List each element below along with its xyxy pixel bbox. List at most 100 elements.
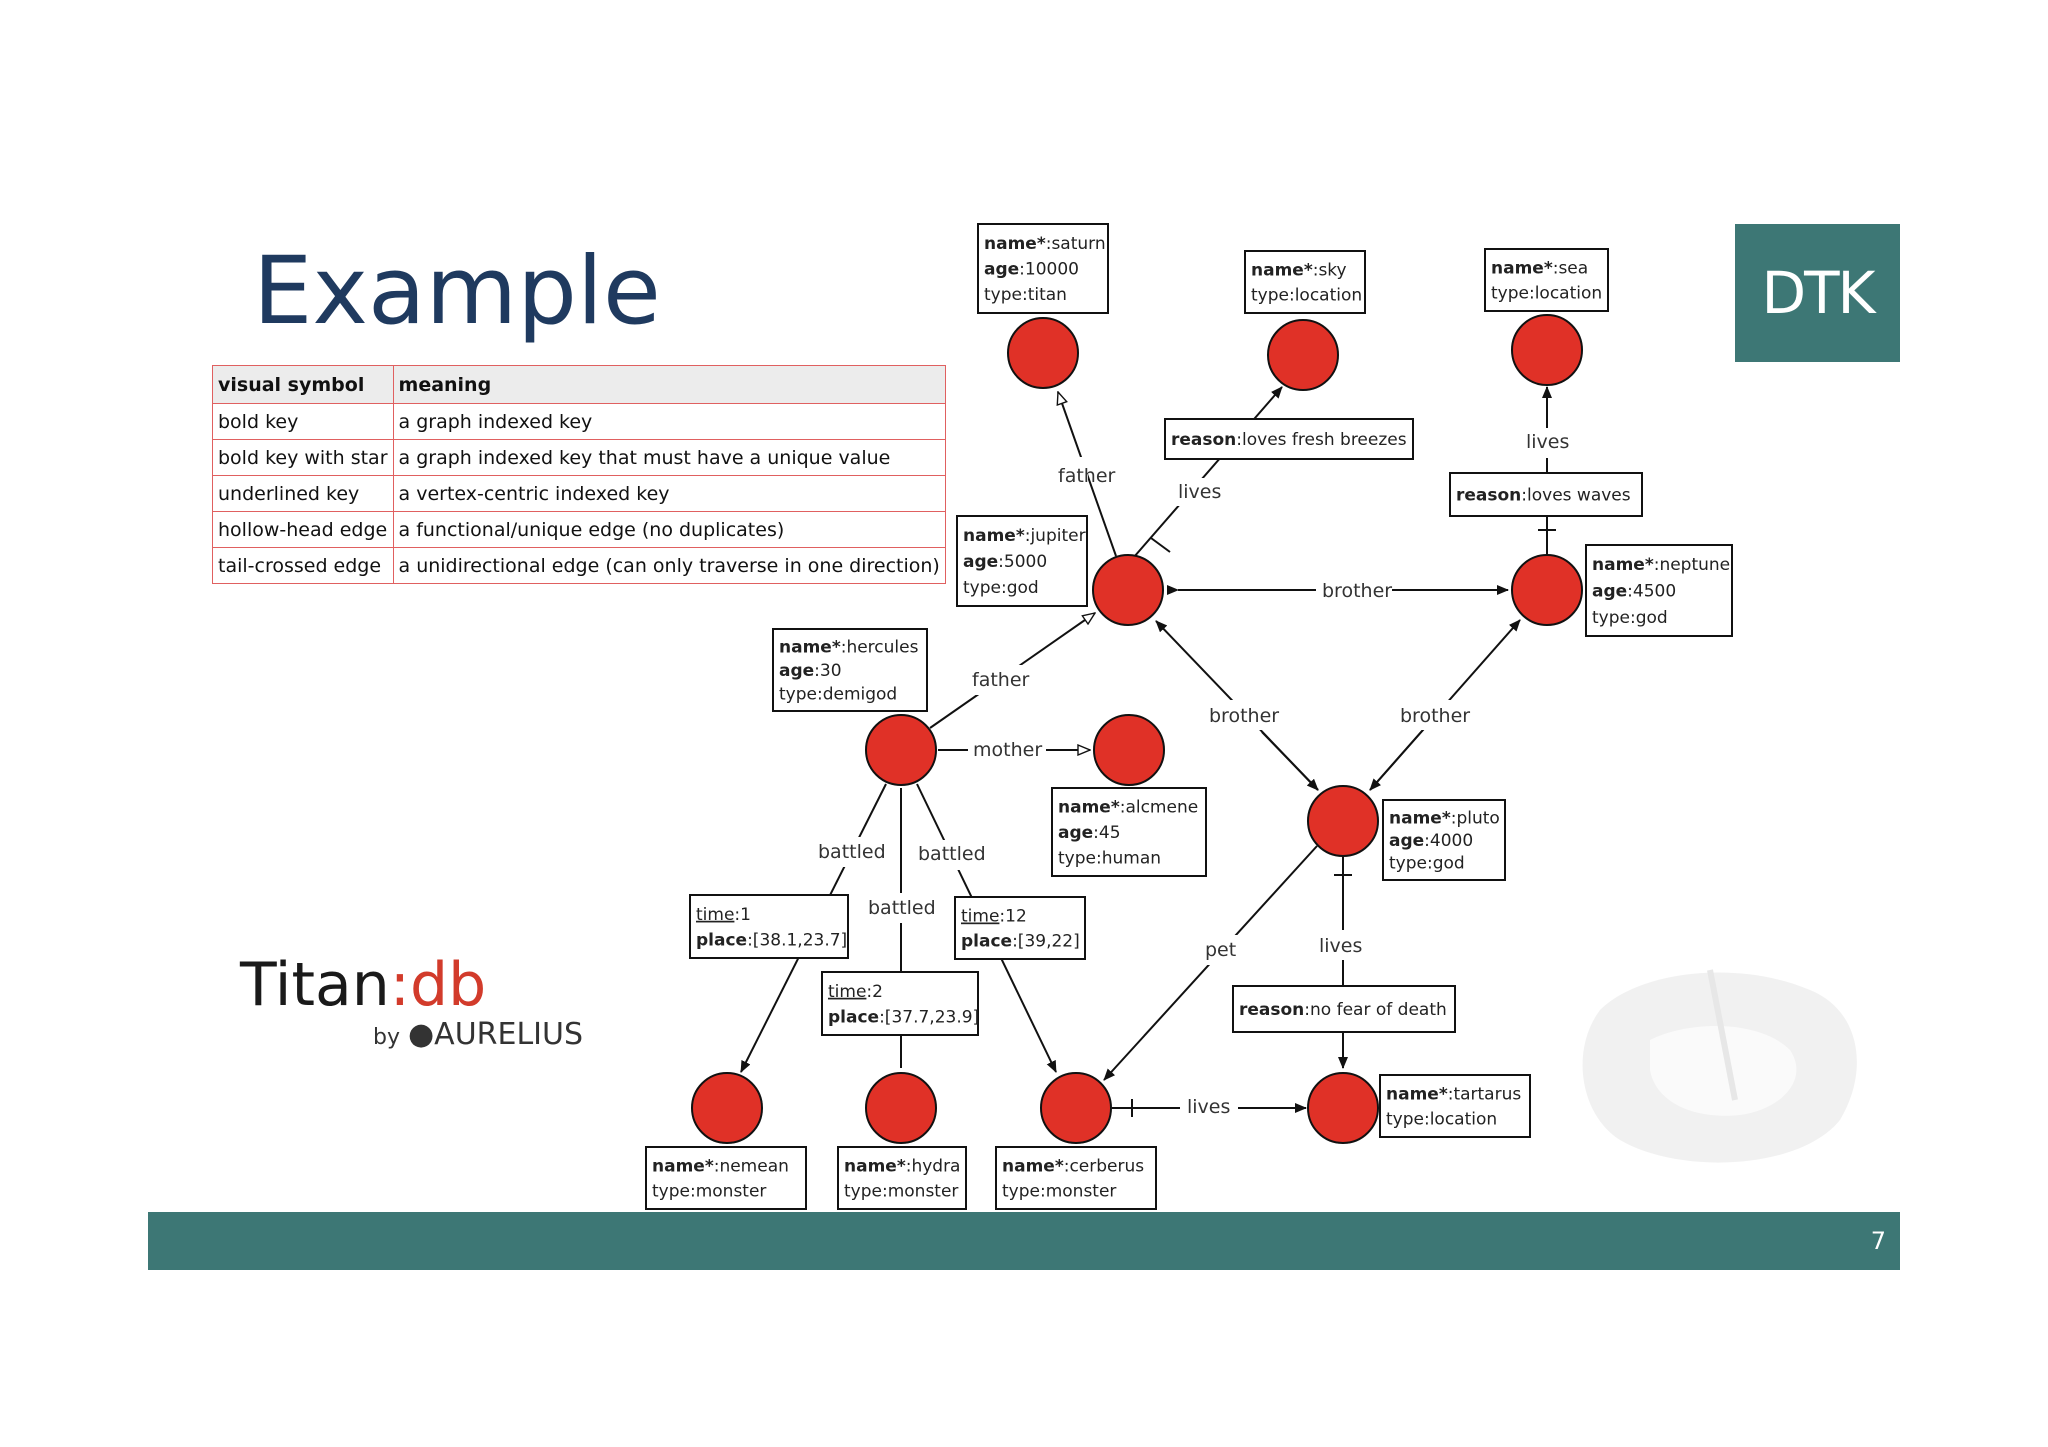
edge-label-lives: lives xyxy=(1187,1096,1230,1118)
edge-brother-jupiter-pluto xyxy=(1261,731,1319,791)
page-number: 7 xyxy=(1870,1227,1886,1255)
property-line: reason:no fear of death xyxy=(1239,1000,1447,1020)
property-line: age:45 xyxy=(1058,823,1121,843)
property-line: name*:saturn xyxy=(984,234,1106,254)
property-boxes: name*:saturnage:10000type:titanname*:sky… xyxy=(645,223,1733,1210)
property-line: age:30 xyxy=(779,661,842,681)
property-line: name*:sky xyxy=(1251,261,1347,281)
edge-label-brother: brother xyxy=(1209,705,1279,727)
edge-label-brother: brother xyxy=(1400,705,1470,727)
edge-label-pet: pet xyxy=(1205,939,1236,961)
vertex-tartarus xyxy=(1307,1072,1379,1144)
edge-label-battled: battled xyxy=(868,897,936,919)
tail-cross-jupiter-sky xyxy=(1150,537,1171,553)
vertex-sky xyxy=(1267,319,1339,391)
edge-label-battled: battled xyxy=(918,843,986,865)
legend-symbol: hollow-head edge xyxy=(212,511,394,548)
vertex-pluto xyxy=(1307,785,1379,857)
vertex-props-tartarus-border xyxy=(1379,1074,1531,1138)
dtk-logo: DTK xyxy=(1735,224,1900,362)
property-line: type:monster xyxy=(844,1182,958,1202)
titan-name: Titan xyxy=(240,950,390,1020)
property-line: type:god xyxy=(1389,854,1465,874)
vertex-nodes xyxy=(691,314,1583,1144)
edge-label-lives: lives xyxy=(1178,481,1221,503)
edge-props-sea-border xyxy=(1449,472,1643,517)
property-line: type:demigod xyxy=(779,684,897,704)
vertex-hydra xyxy=(865,1072,937,1144)
legend-header-symbol: visual symbol xyxy=(212,365,394,404)
vertex-nemean xyxy=(691,1072,763,1144)
vertex-props-sky-border xyxy=(1244,250,1366,314)
edge-jupiter-lives-sky xyxy=(1126,386,1283,566)
vertex-props-sea-border xyxy=(1484,248,1609,312)
vertex-props-nemean: name*:nemean type:monster xyxy=(645,1146,807,1210)
property-line: type:monster xyxy=(652,1182,766,1202)
titan-wordmark: Titan:db xyxy=(240,955,583,1015)
edge-props-sea: reason:loves waves xyxy=(1449,472,1643,517)
property-line: type:monster xyxy=(1002,1182,1116,1202)
byline-by: by xyxy=(373,1025,400,1050)
property-line: place:[37.7,23.9] xyxy=(828,1007,979,1027)
edge-props-tartarus: reason:no fear of death xyxy=(1232,985,1456,1033)
property-line: type:god xyxy=(1592,608,1668,628)
property-line: age:4500 xyxy=(1592,582,1676,602)
vertex-jupiter xyxy=(1092,554,1164,626)
edge-label-lives: lives xyxy=(1526,431,1569,453)
edge-brother-neptune-pluto xyxy=(1369,721,1431,791)
footer-bar: 7 xyxy=(148,1212,1900,1270)
vertex-props-saturn-border xyxy=(977,223,1109,314)
vertex-props-neptune-border xyxy=(1585,544,1733,637)
vertex-props-jupiter-border xyxy=(956,515,1088,607)
vertex-cerberus xyxy=(1040,1072,1112,1144)
edge-props-battle_cerberus: time:12 place:[39,22] xyxy=(954,896,1086,960)
titan-db: db xyxy=(410,950,487,1020)
aurelius-name: AURELIUS xyxy=(434,1017,584,1052)
property-line: place:[39,22] xyxy=(961,932,1080,952)
property-line: type:titan xyxy=(984,285,1067,305)
property-line: time:12 xyxy=(961,907,1027,927)
property-line: type:location xyxy=(1491,284,1602,304)
vertex-props-nemean-border xyxy=(645,1146,807,1210)
property-line: type:location xyxy=(1386,1110,1497,1130)
legend-header-meaning: meaning xyxy=(392,365,946,404)
vertex-props-hercules-border xyxy=(772,628,928,712)
vertex-props-sky: name*:sky type:location xyxy=(1244,250,1366,314)
property-line: type:human xyxy=(1058,848,1161,868)
dtk-logo-text: DTK xyxy=(1761,259,1875,327)
property-line: time:2 xyxy=(828,982,883,1002)
property-line: reason:loves waves xyxy=(1456,486,1631,506)
property-line: name*:cerberus xyxy=(1002,1157,1144,1177)
property-line: name*:hercules xyxy=(779,638,919,658)
legend-meaning: a graph indexed key that must have a uni… xyxy=(392,439,946,476)
edge-label-father: father xyxy=(972,669,1030,691)
aurelius-byline: by●AURELIUS xyxy=(373,1017,583,1052)
edge-props-battle_nemean-border xyxy=(689,894,849,959)
vertex-props-alcmene-border xyxy=(1051,787,1207,877)
vertex-props-hercules: name*:hercules age:30 type:demigod xyxy=(772,628,928,712)
slide-title: Example xyxy=(253,237,661,346)
legend-meaning: a vertex-centric indexed key xyxy=(392,475,946,512)
legend-header-row: visual symbol meaning xyxy=(212,365,946,404)
edge-props-battle_hydra: time:2 place:[37.7,23.9] xyxy=(821,971,979,1036)
legend-symbol: bold key with star xyxy=(212,439,394,476)
watermark-image xyxy=(1582,969,1857,1163)
property-line: type:location xyxy=(1251,286,1362,306)
property-line: time:1 xyxy=(696,905,751,925)
property-line: name*:jupiter xyxy=(963,526,1086,546)
property-line: reason:loves fresh breezes xyxy=(1171,430,1407,450)
edge-label-father: father xyxy=(1058,465,1116,487)
property-line: name*:nemean xyxy=(652,1157,789,1177)
